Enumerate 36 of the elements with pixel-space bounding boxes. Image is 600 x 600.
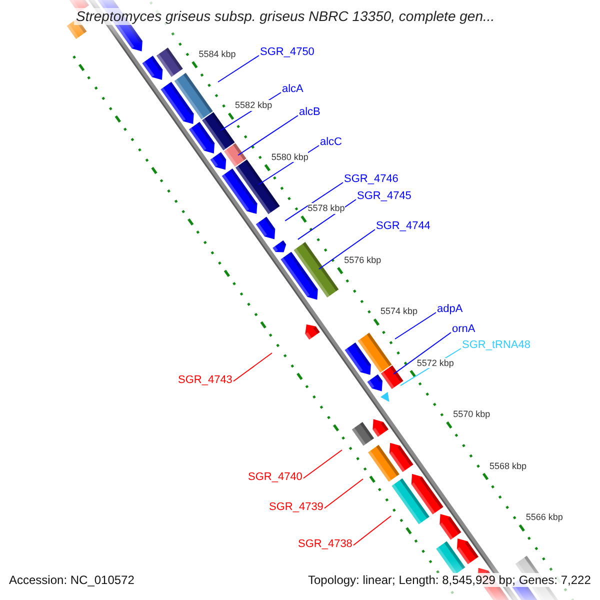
gene-label: SGR_4750 — [260, 46, 314, 60]
scale-label: 5572 kbp — [416, 358, 454, 368]
leader-line — [302, 450, 342, 479]
gene-label: SGR_4743 — [178, 374, 232, 388]
gene-label: SGR_4738 — [298, 538, 352, 552]
scale-label: 5576 kbp — [344, 254, 382, 266]
scale-label: 5574 kbp — [380, 306, 418, 317]
scale-label: 5566 kbp — [526, 512, 563, 523]
gene-label: adpA — [437, 303, 463, 316]
gene-label: SGR_tRNA48 — [462, 339, 530, 352]
gene-label: SGR_4740 — [248, 471, 302, 484]
scale-label: 5568 kbp — [490, 460, 527, 472]
gene-label: alcB — [299, 106, 320, 120]
leader-line — [324, 478, 364, 509]
leader-line — [393, 332, 452, 375]
gene-label: alcC — [320, 136, 342, 150]
gene-label: SGR_4746 — [344, 173, 398, 186]
gene-label: alcA — [282, 83, 304, 96]
leader-line — [318, 229, 376, 270]
leader-line — [297, 199, 356, 240]
leader-line — [238, 115, 298, 156]
scale-label: 5582 kbp — [235, 100, 272, 111]
leader-line — [232, 352, 272, 382]
gene-label: SGR_4739 — [269, 501, 324, 514]
scale-label: 5570 kbp — [453, 409, 490, 420]
leader-line — [394, 312, 436, 340]
leader-line — [284, 182, 344, 222]
gene-label: SGR_4745 — [357, 190, 412, 204]
scale-label: 5584 kbp — [198, 48, 236, 60]
gene-label: SGR_4744 — [376, 220, 430, 234]
scale-label: 5580 kbp — [271, 152, 308, 162]
leader-line — [218, 55, 260, 82]
gene-label: ornA — [452, 323, 476, 336]
accession-text: Accession: NC_010572 — [9, 573, 134, 588]
scale-label: 5578 kbp — [308, 203, 345, 214]
leader-line — [352, 516, 392, 546]
